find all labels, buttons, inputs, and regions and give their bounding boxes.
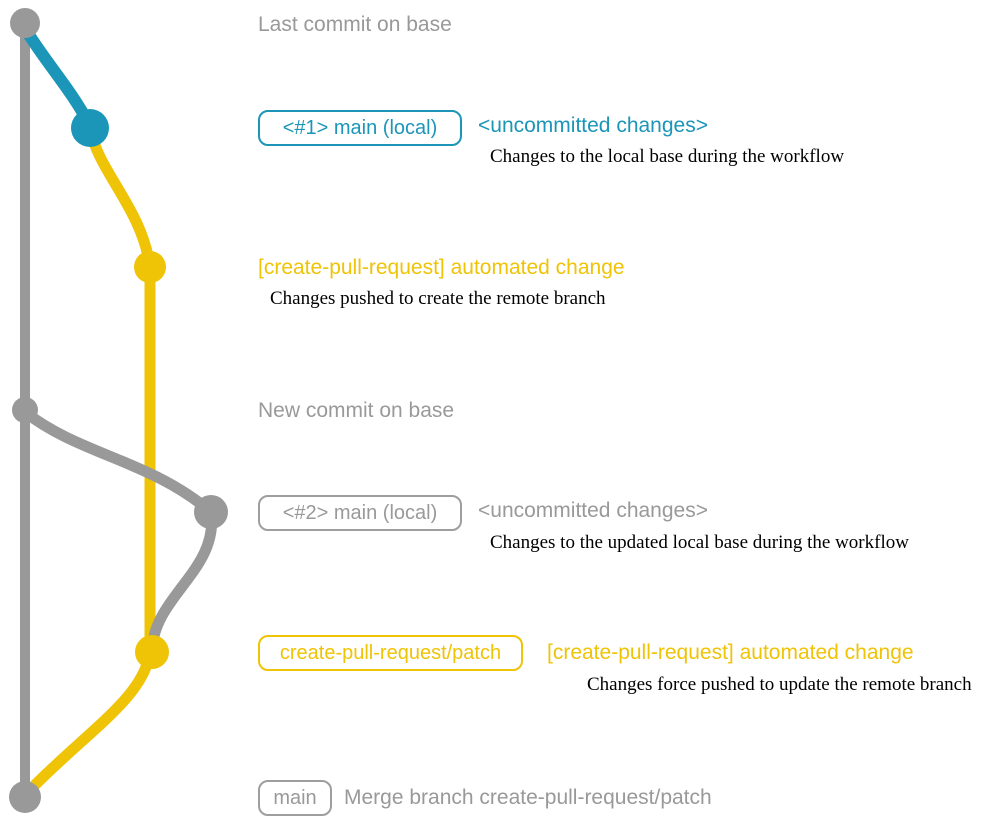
automated-change-title-1: [create-pull-request] automated change xyxy=(258,256,625,279)
new-commit-label: New commit on base xyxy=(258,399,455,422)
automated-change-desc-1: Changes pushed to create the remote bran… xyxy=(270,288,606,309)
branch-badge-main-local-2: <#2> main (local) xyxy=(258,495,462,531)
last-commit-label: Last commit on base xyxy=(258,13,452,36)
commit-node-remote-1 xyxy=(134,251,166,283)
commit-node-merge xyxy=(9,781,41,813)
uncommitted-changes-label-2: <uncommitted changes> xyxy=(478,499,708,522)
branch-badge-patch: create-pull-request/patch xyxy=(258,635,523,671)
local-changes-edge xyxy=(19,22,96,132)
merge-edge xyxy=(21,646,156,799)
commit-node-base-top xyxy=(10,8,40,38)
automated-change-title-2: [create-pull-request] automated change xyxy=(547,641,914,664)
commit-node-remote-2 xyxy=(135,635,169,669)
commit-node-local-1 xyxy=(71,109,109,147)
uncommitted-changes-desc-1: Changes to the local base during the wor… xyxy=(490,146,845,167)
automated-change-desc-2: Changes force pushed to update the remot… xyxy=(587,674,972,695)
commit-node-base-new xyxy=(12,397,38,423)
branch-create-edge xyxy=(84,122,156,273)
force-push-edge xyxy=(146,506,218,656)
uncommitted-changes-label-1: <uncommitted changes> xyxy=(478,114,708,137)
merge-commit-label: Merge branch create-pull-request/patch xyxy=(344,786,712,809)
branch-badge-main: main xyxy=(258,780,332,816)
commit-node-local-2 xyxy=(194,495,228,529)
new-commit-branch-edge xyxy=(19,406,217,518)
branch-badge-main-local-1: <#1> main (local) xyxy=(258,110,462,146)
uncommitted-changes-desc-2: Changes to the updated local base during… xyxy=(490,532,909,553)
